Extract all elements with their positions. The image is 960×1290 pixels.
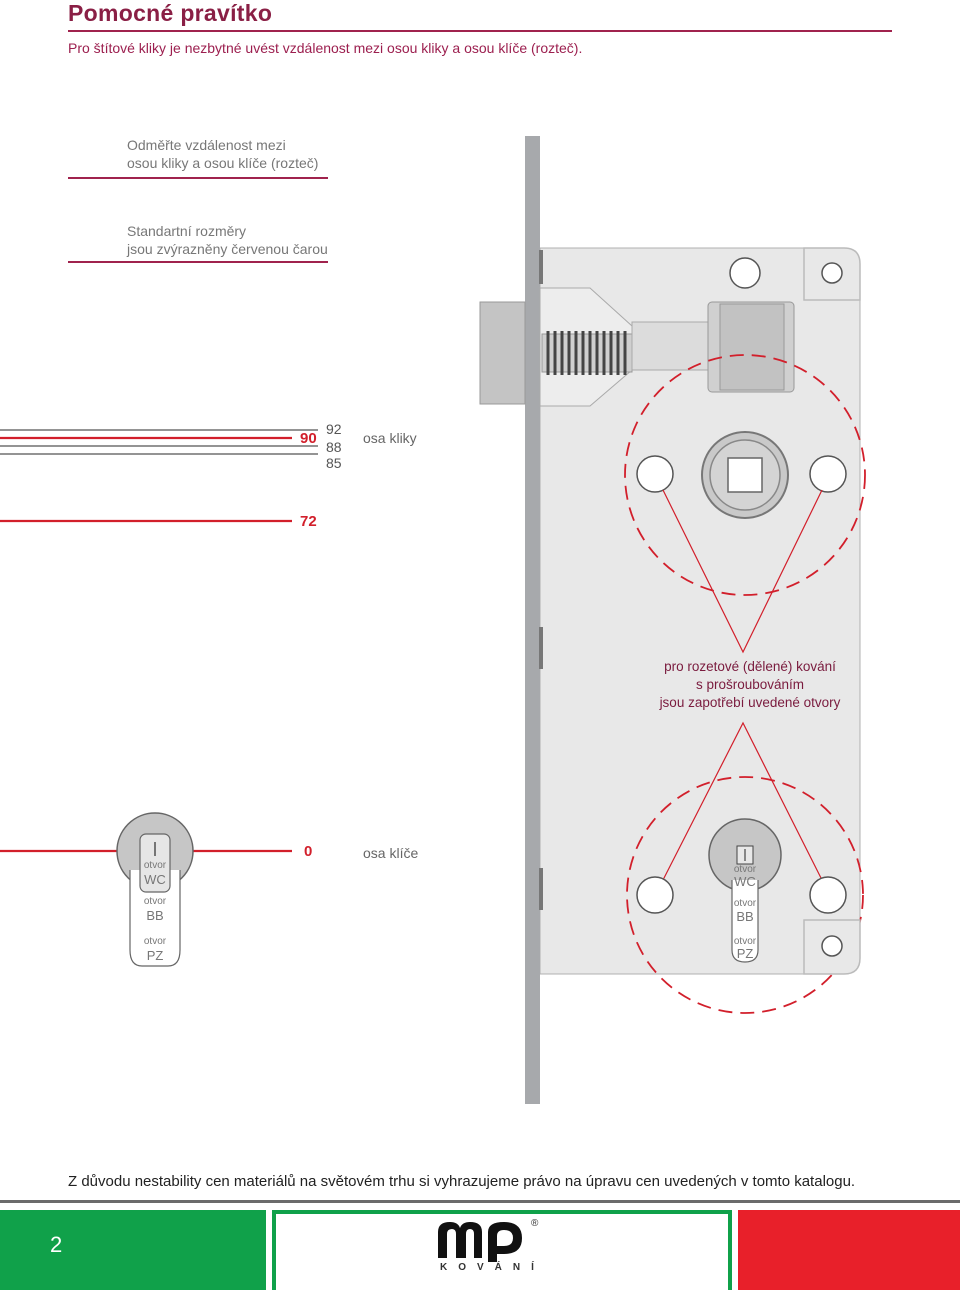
- latch-bolt: [479, 301, 526, 405]
- rosette-info-line2: s prošroubováním: [695, 677, 805, 692]
- cyl-right-bb: BB: [736, 909, 754, 924]
- cyl-right-wc: WC: [734, 874, 756, 889]
- page-title: Pomocné pravítko: [68, 0, 273, 26]
- standard-note-line1: Standartní rozměry: [127, 223, 247, 239]
- screw-hole-bottom-right: [821, 935, 843, 957]
- cyl-left-pz-hole: otvor: [143, 936, 167, 947]
- latch-block-inner: [719, 303, 785, 391]
- intro-text: Pro štítové kliky je nezbytné uvést vzdá…: [68, 40, 583, 56]
- cyl-right-bb-hole: otvor: [733, 898, 757, 909]
- latch-rod: [631, 321, 711, 371]
- ruler-value-0: 0: [304, 843, 313, 860]
- forend-mark-1: [539, 250, 543, 284]
- cyl-right-pz: PZ: [736, 946, 754, 961]
- rosette-info-line3: jsou zapotřebí uvedené otvory: [659, 695, 841, 710]
- ruler-value-85: 85: [326, 455, 342, 471]
- logo-text: KOVÁNÍ: [440, 1262, 545, 1273]
- ruler-value-72: 72: [300, 513, 317, 530]
- forend-mark-2: [539, 627, 543, 669]
- ruler-value-92: 92: [326, 421, 342, 437]
- spindle-square: [727, 457, 763, 493]
- footer-divider: [0, 1200, 960, 1203]
- title-rule: [68, 30, 892, 32]
- pointer-lines-bottom: [662, 721, 823, 881]
- handle-axis-label: osa kliky: [363, 430, 417, 446]
- rosette-circle-bottom: [626, 776, 864, 1014]
- standard-note-rule: [68, 261, 328, 263]
- forend-mark-3: [539, 868, 543, 910]
- cyl-left-wc-hole: otvor: [143, 860, 167, 871]
- rosette-info: pro rozetové (dělené) kování s prošroubo…: [600, 658, 900, 712]
- forend: [525, 136, 540, 1104]
- rosette-hole-top-left: [636, 455, 674, 493]
- rosette-info-line1: pro rozetové (dělené) kování: [664, 659, 836, 674]
- rosette-hole-bottom-right: [809, 876, 847, 914]
- footer-red-band: [738, 1210, 960, 1290]
- lock-diagram: [0, 136, 866, 1104]
- standard-note-line2: jsou zvýrazněny červenou čarou: [127, 241, 328, 257]
- registered-mark: ®: [531, 1218, 539, 1229]
- cyl-left-pz: PZ: [146, 948, 164, 963]
- pointer-lines-top: [662, 489, 823, 654]
- price-disclaimer: Z důvodu nestability cen materiálů na sv…: [68, 1173, 856, 1190]
- spring: [546, 331, 627, 375]
- page-number: 2: [50, 1232, 63, 1257]
- cyl-right-wc-hole: otvor: [733, 864, 757, 875]
- footer-green-band: [0, 1210, 266, 1290]
- rosette-hole-bottom-left: [636, 876, 674, 914]
- mp-logo-mark: [438, 1222, 522, 1262]
- cyl-right-pz-hole: otvor: [733, 936, 757, 947]
- rosette-hole-top-right: [809, 455, 847, 493]
- ruler-value-88: 88: [326, 439, 342, 455]
- cylinder-left: [116, 812, 194, 967]
- measure-note-line1: Odměřte vzdálenost mezi: [127, 137, 286, 153]
- measure-note-line2: osou kliky a osou klíče (rozteč): [127, 155, 319, 171]
- cyl-left-bb: BB: [146, 908, 164, 923]
- ruler-value-90: 90: [300, 430, 317, 447]
- cyl-left-bb-hole: otvor: [143, 896, 167, 907]
- key-axis-label: osa klíče: [363, 845, 419, 861]
- measure-note: Odměřte vzdálenost mezi osou kliky a oso…: [127, 136, 318, 172]
- standard-note: Standartní rozměry jsou zvýrazněny červe…: [127, 222, 328, 258]
- screw-hole-top-right: [821, 262, 843, 284]
- cylinder-right: [708, 818, 782, 963]
- screw-hole-top: [729, 257, 761, 289]
- rosette-circle-top: [624, 354, 866, 596]
- cyl-left-wc: WC: [144, 872, 166, 887]
- measure-note-rule: [68, 177, 328, 179]
